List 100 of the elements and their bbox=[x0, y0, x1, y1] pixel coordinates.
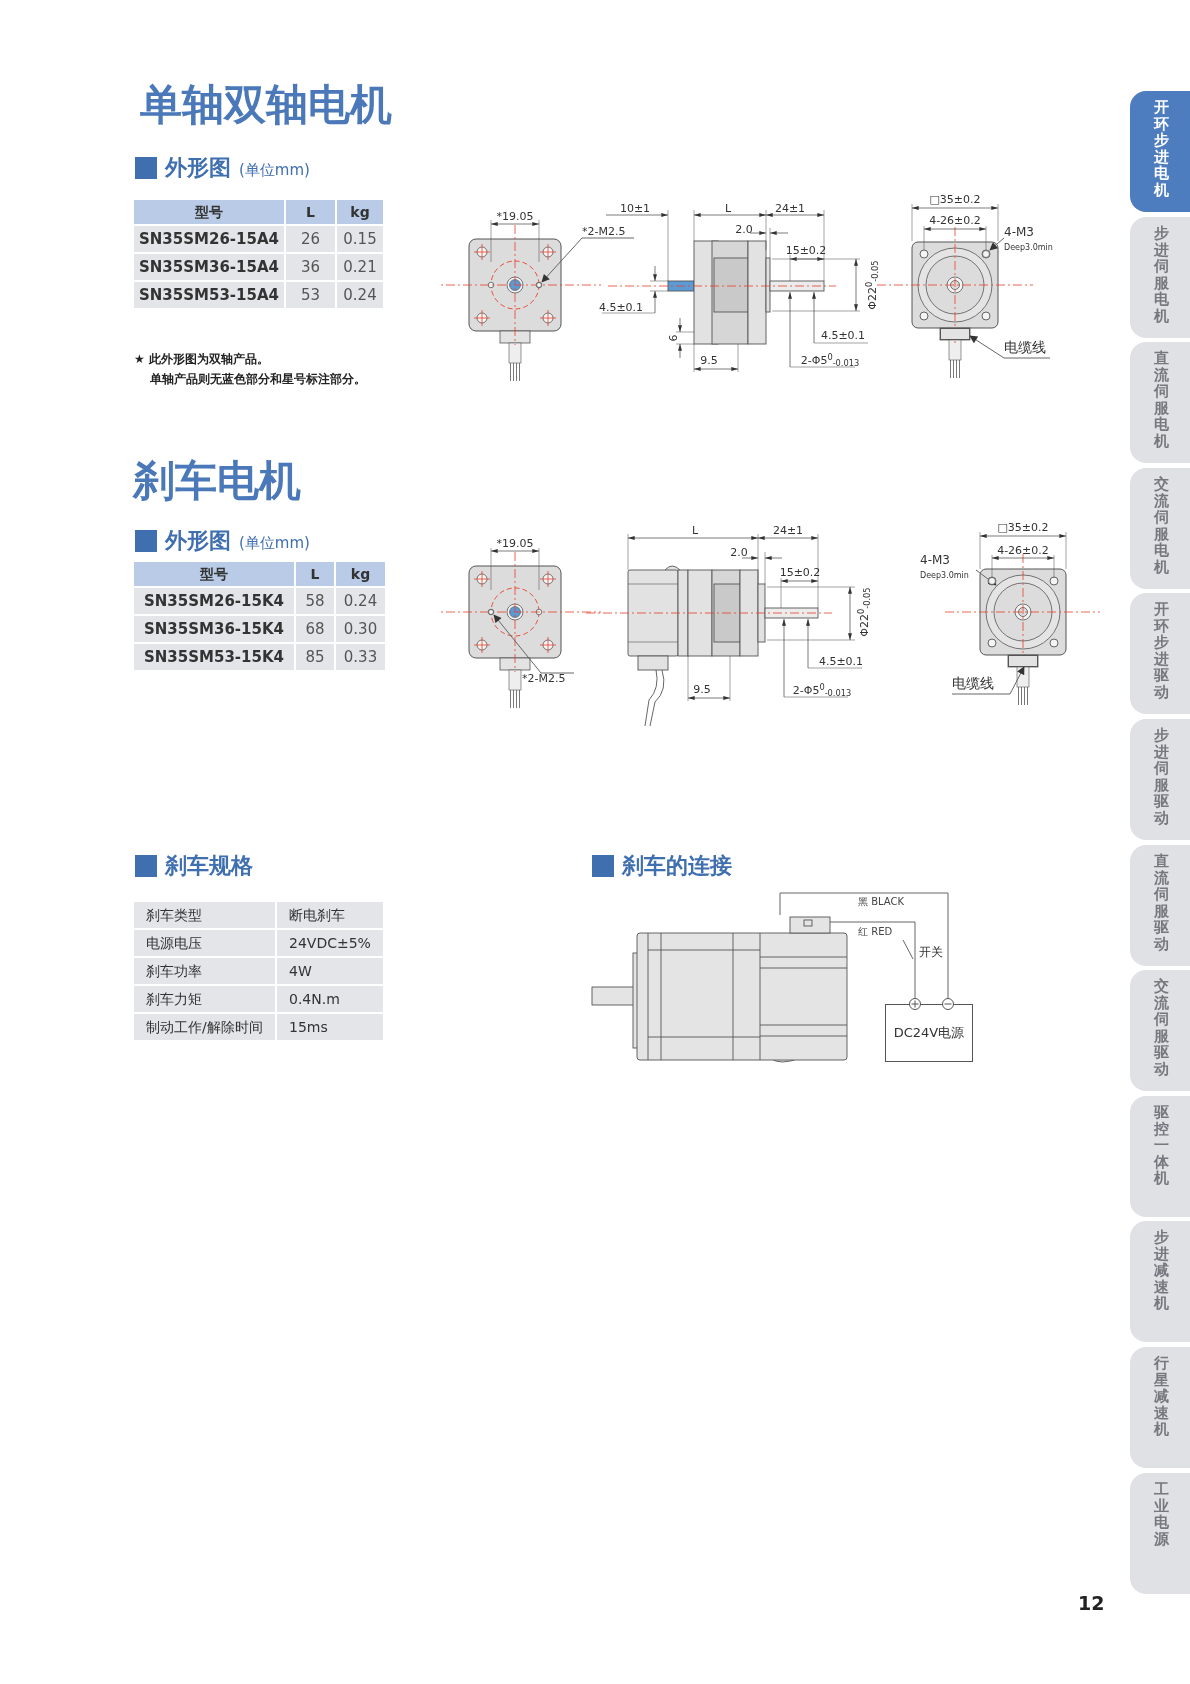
table-cell: 0.24 bbox=[336, 588, 385, 614]
dimension-label: 10±1 bbox=[619, 202, 651, 214]
table-cell: 制动工作/解除时间 bbox=[134, 1014, 275, 1040]
switch-label: 开关 bbox=[919, 946, 943, 958]
dimension-label: 9.5 bbox=[693, 683, 711, 695]
dimension-label: 15±0.2 bbox=[779, 566, 821, 578]
table-cell: SN35SM53-15A4 bbox=[134, 282, 284, 308]
table-cell: 0.21 bbox=[337, 254, 383, 280]
side-tab: 交流伺服电机 bbox=[1130, 468, 1190, 589]
dimension-label: 4.5±0.1 bbox=[818, 655, 864, 667]
table-cell: SN35SM36-15K4 bbox=[134, 616, 294, 642]
table-header-cell: 型号 bbox=[134, 562, 294, 586]
table-cell: SN35SM36-15A4 bbox=[134, 254, 284, 280]
table-cell: 刹车力矩 bbox=[134, 986, 275, 1012]
section-heading: 刹车的连接 bbox=[622, 855, 732, 877]
table-cell: 15ms bbox=[277, 1014, 383, 1040]
table-cell: 0.15 bbox=[337, 226, 383, 252]
table-cell: 刹车类型 bbox=[134, 902, 275, 928]
mounting-hole bbox=[988, 577, 996, 585]
depth-note: Deep3.0min bbox=[920, 572, 969, 580]
table-cell: 36 bbox=[286, 254, 335, 280]
mounting-hole bbox=[536, 282, 542, 288]
side-tab: 行星减速机 bbox=[1130, 1347, 1190, 1468]
side-tab: 开环步进电机 bbox=[1130, 91, 1190, 212]
table-cell: 0.33 bbox=[336, 644, 385, 670]
table-header-cell: 型号 bbox=[134, 200, 284, 224]
page-number: 12 bbox=[1078, 1594, 1105, 1613]
wire bbox=[969, 335, 1051, 359]
table-cell: SN35SM26-15A4 bbox=[134, 226, 284, 252]
wire bbox=[847, 921, 916, 999]
mounting-hole bbox=[488, 609, 494, 615]
cable-outlet bbox=[1008, 655, 1038, 667]
mounting-hole bbox=[982, 250, 990, 258]
table-cell: 68 bbox=[296, 616, 334, 642]
dimension-label: □35±0.2 bbox=[929, 193, 981, 205]
table-header-cell: kg bbox=[336, 562, 385, 586]
dimension-label: 4-26±0.2 bbox=[997, 544, 1049, 556]
callout-label: 电缆线 bbox=[1004, 340, 1050, 358]
table-header-cell: kg bbox=[337, 200, 383, 224]
table-cell: 24VDC±5% bbox=[277, 930, 383, 956]
dimension-label: 4.5±0.1 bbox=[820, 329, 866, 341]
side-tab: 步进减速机 bbox=[1130, 1221, 1190, 1342]
wire bbox=[779, 892, 949, 999]
side-tab: 开环步进驱动 bbox=[1130, 593, 1190, 714]
table-cell: 0.4N.m bbox=[277, 986, 383, 1012]
table-cell: 断电刹车 bbox=[277, 902, 383, 928]
brake-motor-drawing bbox=[590, 915, 848, 1063]
dimension-label: 6 bbox=[667, 334, 679, 342]
dimension-label: L bbox=[724, 202, 732, 214]
cable-outlet bbox=[940, 328, 970, 340]
wire-label: 红 RED bbox=[857, 927, 894, 937]
callout-label: *2-M2.5 bbox=[582, 226, 634, 238]
dimension-label: 9.5 bbox=[700, 354, 718, 366]
table-cell: 4W bbox=[277, 958, 383, 984]
dimension-label: 2.0 bbox=[730, 546, 748, 558]
table-header-cell: L bbox=[296, 562, 334, 586]
section-title: 刹车电机 bbox=[133, 460, 301, 502]
side-tab: 步进伺服电机 bbox=[1130, 217, 1190, 338]
wire bbox=[541, 237, 635, 283]
table-cell: 刹车功率 bbox=[134, 958, 275, 984]
table-cell: 电源电压 bbox=[134, 930, 275, 956]
table-cell: 53 bbox=[286, 282, 335, 308]
table-header-cell: L bbox=[286, 200, 335, 224]
table-cell: 85 bbox=[296, 644, 334, 670]
dimension-label: 24±1 bbox=[772, 524, 804, 536]
section-heading: 外形图 bbox=[165, 530, 231, 552]
callout-label: 电缆线 bbox=[952, 676, 998, 694]
wire-label: 黑 BLACK bbox=[857, 897, 906, 907]
dimension-label: 24±1 bbox=[774, 202, 806, 214]
depth-note: Deep3.0min bbox=[1004, 244, 1053, 252]
dimension-label: L bbox=[691, 524, 699, 536]
side-tab: 驱控一体机 bbox=[1130, 1096, 1190, 1217]
table-cell: 58 bbox=[296, 588, 334, 614]
table-cell: 0.24 bbox=[337, 282, 383, 308]
power-supply-box: DC24V电源 bbox=[885, 1004, 973, 1062]
wire bbox=[493, 614, 575, 674]
table-cell: 26 bbox=[286, 226, 335, 252]
wire bbox=[951, 666, 1025, 695]
dimension-label: 4-26±0.2 bbox=[929, 214, 981, 226]
unit-note: (单位mm) bbox=[239, 162, 310, 178]
callout-label: 4-M3 bbox=[920, 554, 950, 566]
wire bbox=[989, 237, 1005, 251]
side-tab: 直流伺服驱动 bbox=[1130, 845, 1190, 966]
note-text: ★ 此外形图为双轴产品。 bbox=[134, 351, 269, 368]
dimension-label: *19.05 bbox=[496, 537, 534, 549]
side-tab: 交流伺服驱动 bbox=[1130, 970, 1190, 1091]
page-title: 单轴双轴电机 bbox=[140, 84, 392, 126]
note-text: 单轴产品则无蓝色部分和星号标注部分。 bbox=[150, 371, 366, 388]
side-tab: 直流伺服电机 bbox=[1130, 342, 1190, 463]
dimension-label: *19.05 bbox=[496, 210, 534, 222]
callout-label: 4-M3 bbox=[1004, 226, 1034, 238]
callout-label: *2-M2.5 bbox=[522, 673, 574, 686]
dimension-label: 15±0.2 bbox=[785, 244, 827, 256]
table-cell: SN35SM53-15K4 bbox=[134, 644, 294, 670]
table-cell: SN35SM26-15K4 bbox=[134, 588, 294, 614]
unit-note: (单位mm) bbox=[239, 535, 310, 551]
section-heading: 外形图 bbox=[165, 157, 231, 179]
side-tab: 步进伺服驱动 bbox=[1130, 719, 1190, 840]
dimension-label: □35±0.2 bbox=[997, 521, 1049, 533]
table-cell: 0.30 bbox=[336, 616, 385, 642]
